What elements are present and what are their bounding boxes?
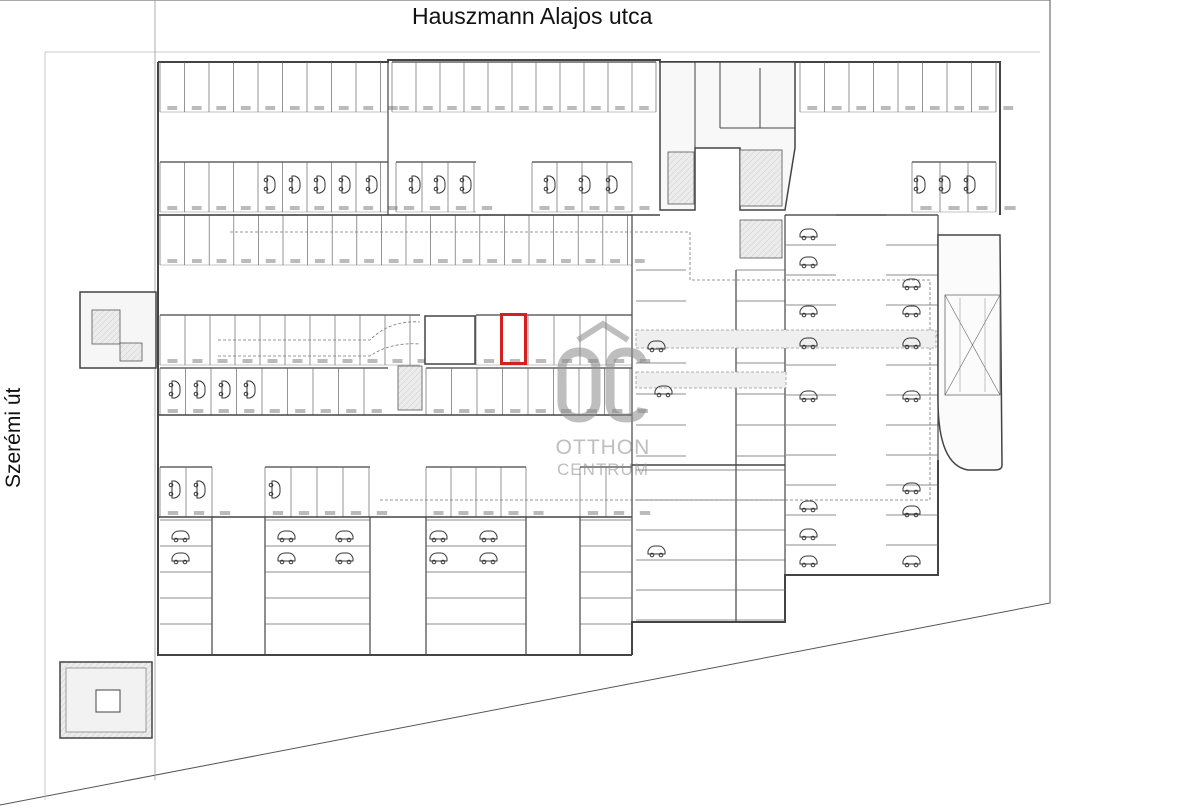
electric-car-icon bbox=[913, 175, 926, 194]
electric-car-icon bbox=[193, 480, 206, 499]
electric-car-icon bbox=[171, 530, 190, 543]
drive-lanes bbox=[218, 231, 937, 501]
electric-car-icon bbox=[799, 555, 818, 568]
electric-car-icon bbox=[799, 528, 818, 541]
electric-car-icon bbox=[218, 380, 231, 399]
electric-car-icon bbox=[902, 390, 921, 403]
watermark: OTTHON CENTRUM bbox=[548, 318, 658, 488]
electric-car-icon bbox=[263, 175, 276, 194]
electric-car-icon bbox=[479, 530, 498, 543]
electric-car-icon bbox=[365, 175, 378, 194]
electric-car-icon bbox=[799, 305, 818, 318]
electric-car-icon bbox=[168, 480, 181, 499]
electric-car-icon bbox=[313, 175, 326, 194]
electric-car-icon bbox=[459, 175, 472, 194]
electric-car-icon bbox=[543, 175, 556, 194]
electric-car-icon bbox=[902, 555, 921, 568]
electric-car-icon bbox=[288, 175, 301, 194]
watermark-logo-icon bbox=[557, 320, 647, 423]
electric-car-icon bbox=[335, 552, 354, 565]
stair-core-center bbox=[397, 315, 476, 411]
electric-car-icon bbox=[429, 530, 448, 543]
electric-car-icon bbox=[938, 175, 951, 194]
electric-car-icon bbox=[799, 500, 818, 513]
electric-car-icon bbox=[605, 175, 618, 194]
electric-car-icon bbox=[168, 380, 181, 399]
electric-car-icon bbox=[433, 175, 446, 194]
parking-grid bbox=[158, 60, 1016, 655]
electric-car-icon bbox=[408, 175, 421, 194]
electric-car-icon bbox=[193, 380, 206, 399]
street-label-left: Szerémi út bbox=[2, 387, 25, 488]
electric-car-icon bbox=[338, 175, 351, 194]
watermark-line-2: CENTRUM bbox=[557, 460, 649, 479]
electric-car-icon bbox=[335, 530, 354, 543]
electric-car-icon bbox=[578, 175, 591, 194]
ramp bbox=[937, 234, 1003, 471]
electric-car-icon bbox=[902, 278, 921, 291]
electric-car-icon bbox=[171, 552, 190, 565]
electric-car-icon bbox=[268, 480, 281, 499]
electric-car-icon bbox=[902, 482, 921, 495]
electric-car-icon bbox=[277, 552, 296, 565]
highlighted-parking-space[interactable] bbox=[500, 313, 527, 365]
external-structure bbox=[59, 661, 153, 739]
stair-core-top bbox=[659, 61, 796, 259]
site-boundary bbox=[0, 0, 1051, 806]
electric-car-icon bbox=[479, 552, 498, 565]
watermark-line-1: OTTHON bbox=[555, 436, 651, 459]
stair-core-left bbox=[79, 291, 157, 369]
electric-car-icon bbox=[799, 256, 818, 269]
electric-car-icon bbox=[902, 305, 921, 318]
electric-car-icon bbox=[799, 228, 818, 241]
electric-car-icon bbox=[963, 175, 976, 194]
street-label-top: Hauszmann Alajos utca bbox=[412, 3, 653, 29]
electric-car-icon bbox=[429, 552, 448, 565]
electric-car-icon bbox=[799, 390, 818, 403]
electric-car-icon bbox=[243, 380, 256, 399]
electric-car-icon bbox=[647, 545, 666, 558]
electric-car-icon bbox=[277, 530, 296, 543]
